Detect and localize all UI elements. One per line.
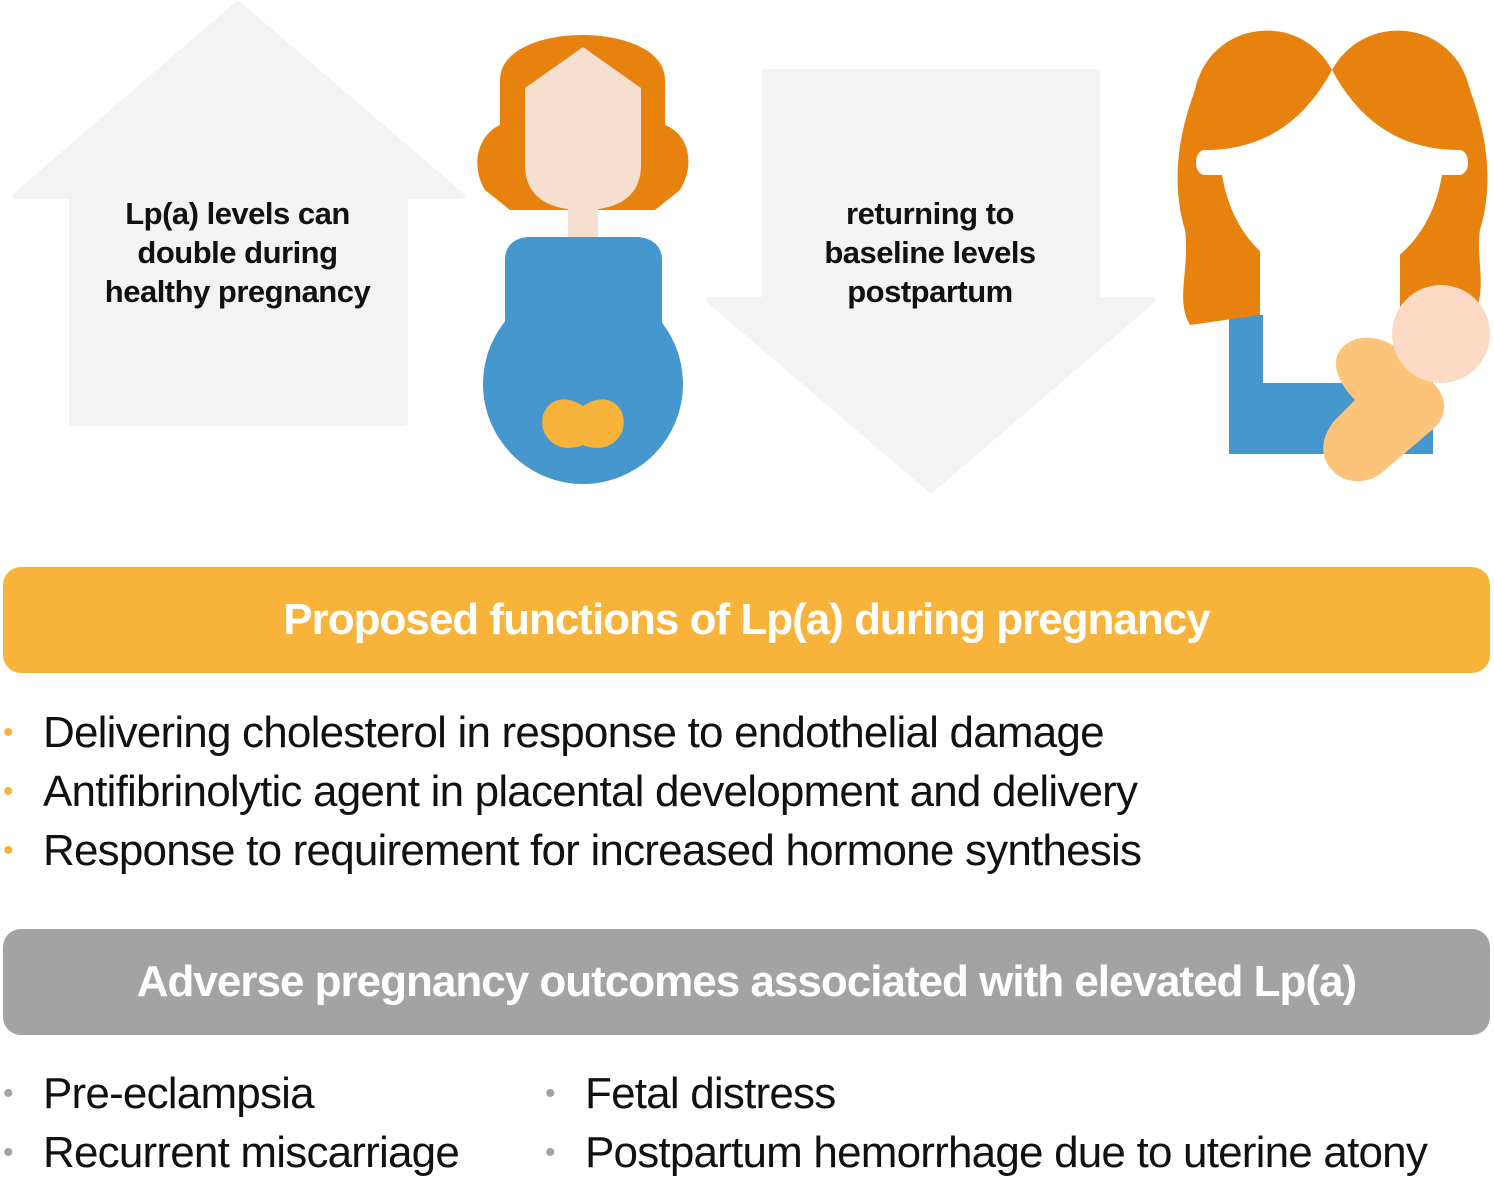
outcomes-banner: Adverse pregnancy outcomes associated wi… xyxy=(3,929,1490,1035)
down-arrow-icon xyxy=(706,69,1156,493)
list-item: • Response to requirement for increased h… xyxy=(3,821,1142,880)
list-item: • Pre-eclampsia xyxy=(3,1064,459,1123)
list-item-text: Fetal distress xyxy=(585,1069,836,1118)
up-arrow-icon xyxy=(12,1,465,426)
bullet-icon: • xyxy=(3,1136,13,1169)
functions-list: • Delivering cholesterol in response to e… xyxy=(3,703,1142,880)
bullet-icon: • xyxy=(3,775,13,808)
up-arrow-label: Lp(a) levels can double during healthy p… xyxy=(104,196,371,309)
list-item-text: Recurrent miscarriage xyxy=(43,1128,460,1177)
illustration-strip xyxy=(12,1,1490,493)
outcomes-title: Adverse pregnancy outcomes associated wi… xyxy=(136,957,1357,1006)
list-item-text: Delivering cholesterol in response to en… xyxy=(43,708,1105,757)
bullet-icon: • xyxy=(545,1077,555,1110)
list-item-text: Postpartum hemorrhage due to uterine ato… xyxy=(585,1128,1428,1177)
bullet-icon: • xyxy=(545,1136,555,1169)
functions-title: Proposed functions of Lp(a) during pregn… xyxy=(283,595,1210,644)
down-arrow-label: returning to baseline levels postpartum xyxy=(824,196,1036,309)
list-item: • Recurrent miscarriage xyxy=(3,1123,460,1182)
functions-banner: Proposed functions of Lp(a) during pregn… xyxy=(3,567,1490,673)
list-item: • Fetal distress xyxy=(545,1064,1427,1123)
list-item-text: Response to requirement for increased ho… xyxy=(43,826,1142,875)
outcomes-list-right: • Fetal distress • Postpartum hemorrhage d… xyxy=(545,1064,1428,1182)
list-item: • Antifibrinolytic agent in placental dev… xyxy=(3,762,1141,821)
pregnant-woman-icon xyxy=(477,35,689,484)
bullet-icon: • xyxy=(3,716,13,749)
list-item-text: Antifibrinolytic agent in placental deve… xyxy=(43,767,1138,816)
list-item: • Postpartum hemorrhage due to uterine at… xyxy=(545,1123,1428,1182)
list-item-text: Pre-eclampsia xyxy=(43,1069,315,1118)
list-item: • Delivering cholesterol in response to e… xyxy=(3,703,1141,762)
bullet-icon: • xyxy=(3,834,13,867)
bullet-icon: • xyxy=(3,1077,13,1110)
outcomes-list-left: • Pre-eclampsia • Recurrent miscarriage xyxy=(3,1064,460,1182)
mother-with-baby-icon xyxy=(1177,30,1490,482)
